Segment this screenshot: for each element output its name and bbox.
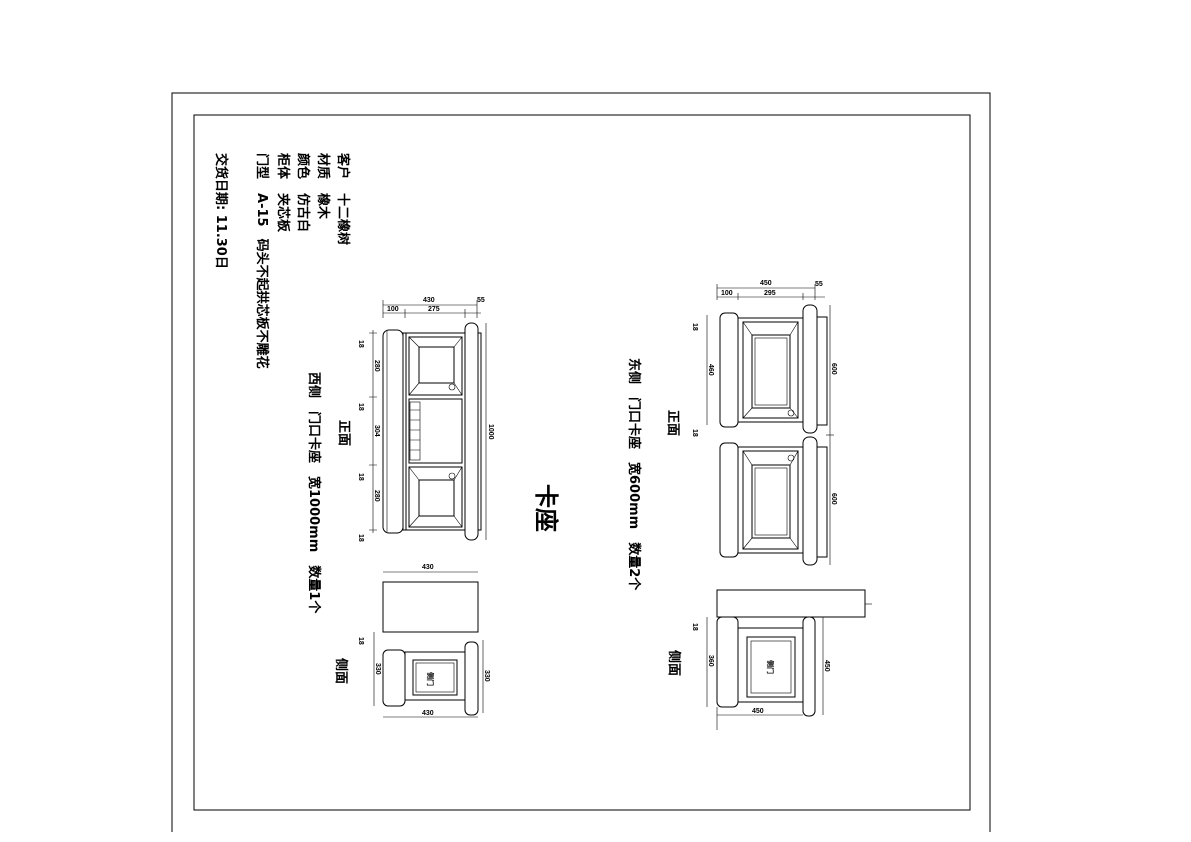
svg-text:600: 600 bbox=[830, 493, 837, 505]
svg-text:客户十二橡树: 客户十二橡树 bbox=[335, 153, 351, 245]
svg-text:295: 295 bbox=[764, 290, 776, 297]
svg-text:55: 55 bbox=[477, 297, 485, 304]
west-caption: 西侧 门口卡座 宽1000mm 数量1个 bbox=[306, 372, 322, 614]
svg-text:600: 600 bbox=[830, 363, 837, 375]
svg-text:18: 18 bbox=[357, 637, 364, 645]
svg-text:18: 18 bbox=[357, 534, 364, 542]
svg-text:430: 430 bbox=[422, 564, 434, 571]
svg-text:330: 330 bbox=[374, 663, 381, 675]
svg-text:1000: 1000 bbox=[487, 424, 494, 440]
svg-text:280: 280 bbox=[373, 490, 380, 502]
svg-text:门型A-15码头不起拱芯板不雕花: 门型A-15码头不起拱芯板不雕花 bbox=[254, 153, 270, 369]
svg-text:55: 55 bbox=[815, 281, 823, 288]
svg-text:18: 18 bbox=[691, 623, 698, 631]
delivery-date: 交货日期: 11.30日 bbox=[213, 153, 229, 269]
svg-text:275: 275 bbox=[428, 306, 440, 313]
svg-text:100: 100 bbox=[387, 306, 399, 313]
east-side-view: 侧门 360 18 450 450 bbox=[691, 589, 872, 730]
svg-text:460: 460 bbox=[707, 364, 714, 376]
svg-text:18: 18 bbox=[691, 323, 698, 331]
svg-text:侧门: 侧门 bbox=[426, 672, 435, 686]
svg-text:304: 304 bbox=[373, 425, 380, 437]
svg-text:柜体夹芯板: 柜体夹芯板 bbox=[275, 152, 291, 233]
svg-text:450: 450 bbox=[760, 280, 772, 287]
svg-text:材质橡木: 材质橡木 bbox=[315, 153, 331, 220]
svg-text:450: 450 bbox=[752, 708, 764, 715]
outer-border bbox=[171, 92, 991, 832]
svg-text:280: 280 bbox=[373, 360, 380, 372]
svg-text:100: 100 bbox=[721, 290, 733, 297]
west-side-label: 侧面 bbox=[333, 658, 349, 684]
svg-text:450: 450 bbox=[823, 660, 830, 672]
svg-text:18: 18 bbox=[357, 340, 364, 348]
svg-text:18: 18 bbox=[357, 473, 364, 481]
svg-text:18: 18 bbox=[691, 429, 698, 437]
svg-text:侧门: 侧门 bbox=[766, 660, 775, 674]
west-front-label: 正面 bbox=[336, 420, 351, 446]
east-caption: 东侧 门口卡座 宽600mm 数量2个 bbox=[626, 358, 642, 591]
inner-border bbox=[193, 114, 971, 811]
svg-text:18: 18 bbox=[357, 403, 364, 411]
svg-text:430: 430 bbox=[423, 297, 435, 304]
east-side-label: 侧面 bbox=[666, 650, 682, 676]
west-front-view: 430 100 275 55 1000 280 304 280 18 18 18… bbox=[357, 297, 494, 542]
drawing-title: 卡座 bbox=[532, 484, 560, 532]
svg-text:430: 430 bbox=[422, 710, 434, 717]
west-side-view: 430 侧门 330 18 330 430 bbox=[357, 564, 490, 718]
svg-text:330: 330 bbox=[483, 670, 490, 682]
east-front-view: 450 100 295 55 600 600 460 18 18 bbox=[691, 280, 837, 566]
east-front-label: 正面 bbox=[665, 410, 680, 436]
svg-text:360: 360 bbox=[707, 655, 714, 667]
info-block: 客户十二橡树 材质橡木 颜色仿古白 柜体夹芯板 门型A-15码头不起拱芯板不雕花… bbox=[213, 152, 351, 369]
svg-text:颜色仿古白: 颜色仿古白 bbox=[295, 153, 311, 232]
